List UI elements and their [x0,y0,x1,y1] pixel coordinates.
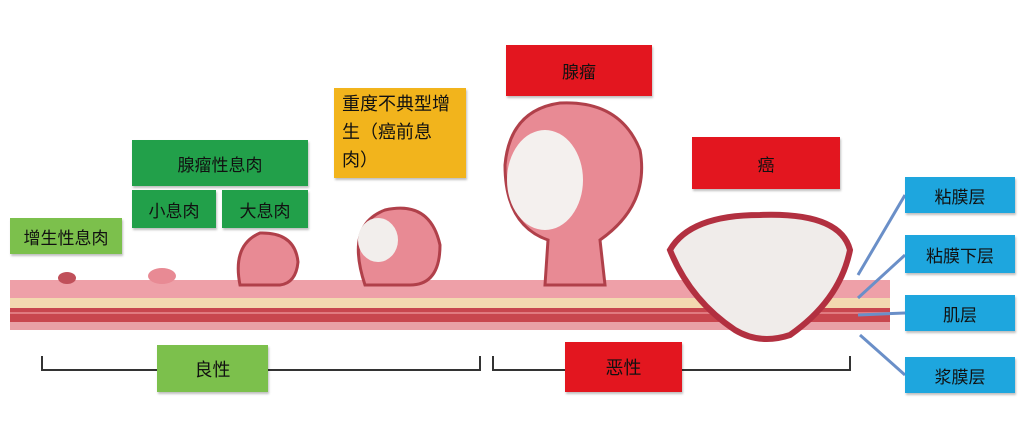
large-polyp-label: 大息肉 [222,190,308,228]
cancer-tumor [666,211,854,342]
muscle-layer-label: 肌层 [905,295,1015,331]
mucosa-layer [10,280,890,300]
serosa-layer-label: 浆膜层 [905,357,1015,393]
serosa-layer [10,322,890,330]
submucosa-layer [10,298,890,308]
benign-label: 良性 [157,345,268,392]
small-polyp-label: 小息肉 [132,190,216,228]
hyperplastic-polyp [58,272,76,284]
adenomatous-polyp-label: 腺瘤性息肉 [132,140,308,186]
adenoma-label: 腺瘤 [506,45,652,96]
malignant-label: 恶性 [565,342,682,392]
small-polyp [148,268,176,284]
layer-arrows [856,194,907,377]
mucosa-layer-label: 粘膜层 [905,177,1015,213]
muscle-layer [10,308,890,322]
submucosa-layer-label: 粘膜下层 [905,235,1015,273]
severe-dysplasia-label: 重度不典型增生（癌前息肉） [334,88,466,178]
hyperplastic-polyp-label: 增生性息肉 [10,218,122,254]
cancer-label: 癌 [692,137,840,189]
large-polyp [236,231,300,287]
